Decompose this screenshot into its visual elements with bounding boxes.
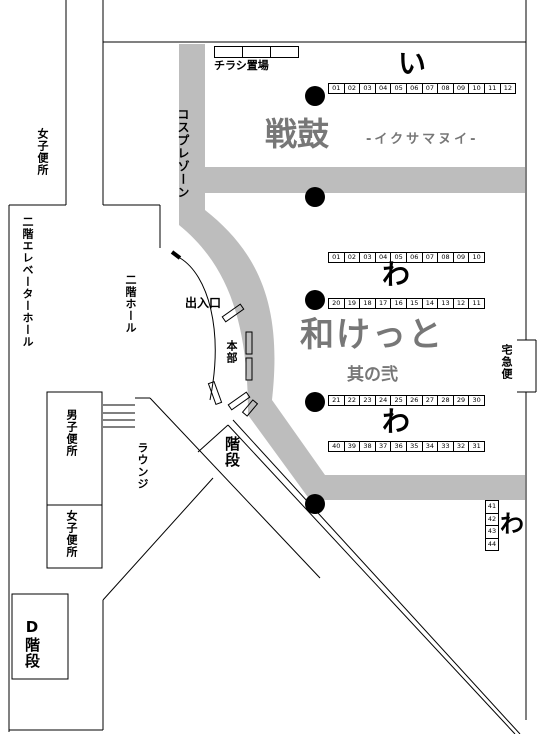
booth[interactable]: 37: [376, 442, 392, 451]
booth[interactable]: 04: [376, 84, 392, 93]
booth[interactable]: 29: [454, 396, 470, 405]
booth[interactable]: 05: [391, 84, 407, 93]
booth[interactable]: 09: [454, 84, 470, 93]
event-title-wakketo: 和けっと: [300, 315, 444, 355]
booth[interactable]: 25: [391, 396, 407, 405]
booth[interactable]: 06: [407, 84, 423, 93]
booth[interactable]: 10: [472, 253, 481, 261]
block-wa-label: わ: [382, 258, 411, 291]
women-restroom-label: 女子便所: [65, 510, 78, 558]
booth[interactable]: 07: [423, 84, 439, 93]
booth[interactable]: 42: [486, 514, 498, 526]
booth[interactable]: 09: [454, 253, 470, 262]
elevator-hall-label: 二階エレベーターホール: [21, 216, 34, 348]
corridor: [179, 44, 525, 500]
entrance-label: 出入口: [185, 296, 222, 310]
booth[interactable]: 12: [454, 299, 470, 308]
booth[interactable]: 28: [438, 396, 454, 405]
booth[interactable]: 23: [360, 396, 376, 405]
booth[interactable]: 32: [454, 442, 470, 451]
booth-col-wa-right: 41 42 43 44: [485, 500, 499, 551]
booth[interactable]: 27: [423, 396, 439, 405]
booth[interactable]: 24: [376, 396, 392, 405]
event-title-ikusa: 戦鼓: [265, 115, 330, 153]
booth[interactable]: 01: [329, 84, 345, 93]
booth[interactable]: 17: [376, 299, 392, 308]
booth[interactable]: 11: [485, 84, 501, 93]
booth[interactable]: 22: [345, 396, 361, 405]
booth[interactable]: 30: [472, 396, 481, 404]
booth-row-wa-bottom: 40 39 38 37 36 35 34 33 32 31: [328, 441, 485, 452]
d-stairs-label: D階段: [23, 618, 41, 669]
booth[interactable]: 36: [391, 442, 407, 451]
booth[interactable]: 14: [423, 299, 439, 308]
booth[interactable]: 34: [423, 442, 439, 451]
booth[interactable]: 26: [407, 396, 423, 405]
block-wa-label: わ: [500, 510, 524, 538]
booth[interactable]: 04: [376, 253, 392, 262]
booth[interactable]: 02: [345, 84, 361, 93]
booth[interactable]: 15: [407, 299, 423, 308]
booth[interactable]: 19: [345, 299, 361, 308]
booth-row-i: 01 02 03 04 05 06 07 08 09 10 11 12: [328, 83, 517, 94]
booth[interactable]: 18: [360, 299, 376, 308]
block-i-label: い: [398, 47, 427, 80]
booth[interactable]: 01: [329, 253, 345, 262]
booth[interactable]: 10: [469, 84, 485, 93]
event-reading-ikusa: -イクサマヌイ-: [366, 132, 479, 147]
booth[interactable]: 12: [503, 84, 512, 92]
event-subtitle-wakketo: 其の弐: [347, 365, 398, 385]
booth[interactable]: 11: [472, 299, 481, 307]
booth-row-wa-mid: 20 19 18 17 16 15 14 13 12 11: [328, 298, 485, 309]
booth-row-wa-low: 21 22 23 24 25 26 27 28 29 30: [328, 395, 485, 406]
booth[interactable]: 07: [423, 253, 439, 262]
booth-row-wa-top: 01 02 03 04 05 06 07 08 09 10: [328, 252, 485, 263]
booth[interactable]: 02: [345, 253, 361, 262]
women-restroom-label: 女子便所: [36, 128, 49, 176]
men-restroom-label: 男子便所: [65, 409, 78, 457]
corridor-upper: [205, 167, 525, 193]
lounge-label: ラウンジ: [136, 442, 149, 490]
markers: [305, 86, 325, 514]
booth[interactable]: 03: [360, 253, 376, 262]
booth[interactable]: 35: [407, 442, 423, 451]
booth[interactable]: 41: [486, 501, 498, 514]
booth[interactable]: 43: [486, 526, 498, 539]
booth[interactable]: 20: [329, 299, 345, 308]
booth[interactable]: 03: [360, 84, 376, 93]
walls: [8, 0, 537, 734]
booth[interactable]: 38: [360, 442, 376, 451]
booth[interactable]: 05: [391, 253, 407, 262]
block-wa-label: わ: [382, 405, 411, 438]
booth[interactable]: 06: [407, 253, 423, 262]
cosplay-zone-label: コスプレゾーン: [176, 108, 190, 199]
booth[interactable]: 21: [329, 396, 345, 405]
booth[interactable]: 31: [472, 442, 481, 450]
delivery-label: 宅急便: [500, 344, 513, 380]
booth[interactable]: 40: [329, 442, 345, 451]
booth[interactable]: 08: [438, 253, 454, 262]
booth[interactable]: 13: [438, 299, 454, 308]
booth[interactable]: 39: [345, 442, 361, 451]
stairs-label: 階段: [223, 436, 241, 468]
booth[interactable]: 33: [438, 442, 454, 451]
booth[interactable]: 44: [487, 539, 497, 548]
booth[interactable]: 08: [438, 84, 454, 93]
hq-label: 本部: [225, 340, 238, 364]
booth[interactable]: 16: [391, 299, 407, 308]
flyer-area-label: チラシ置場: [214, 59, 269, 72]
flyer-rack: [214, 46, 299, 58]
floor2-hall-label: 二階ホール: [124, 274, 137, 334]
